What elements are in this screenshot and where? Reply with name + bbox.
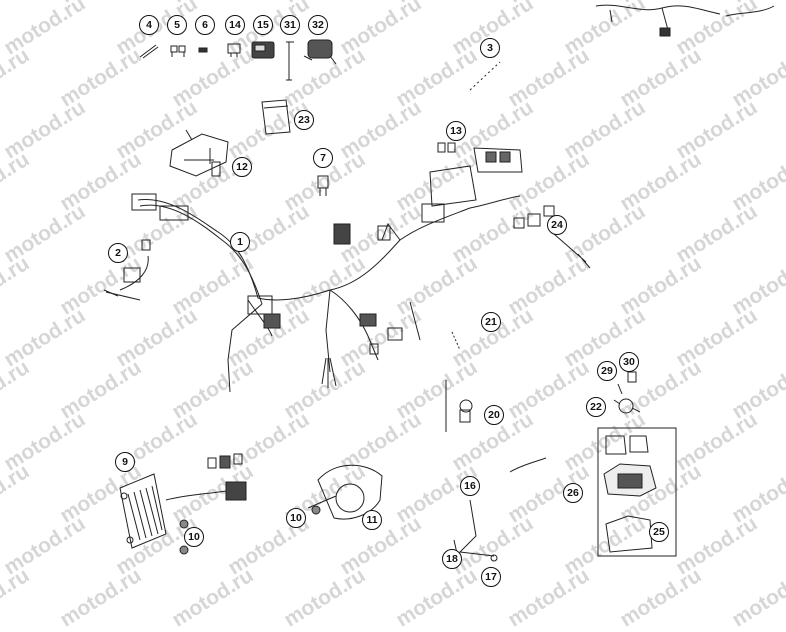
part-22-26-assembly-frame bbox=[597, 427, 677, 557]
part-29-screw bbox=[617, 383, 623, 395]
part-21-wire bbox=[451, 331, 461, 351]
callout-2: 2 bbox=[108, 243, 128, 263]
part-12-mounting-bracket bbox=[169, 129, 229, 177]
part-13-relay-cluster bbox=[429, 142, 523, 207]
callout-3: 3 bbox=[480, 38, 500, 58]
callout-17: 17 bbox=[481, 567, 501, 587]
part-32-starter-relay bbox=[303, 39, 337, 65]
callout-1: 1 bbox=[230, 232, 250, 252]
part-31-bracket bbox=[286, 41, 294, 81]
part-9-voltage-regulator bbox=[119, 473, 167, 549]
part-6-pin bbox=[198, 47, 208, 53]
callout-10-regulator: 10 bbox=[184, 527, 204, 547]
callout-29: 29 bbox=[597, 361, 617, 381]
part-26-cover-cap bbox=[605, 515, 653, 553]
callout-25: 24 bbox=[547, 215, 567, 235]
callout-15: 15 bbox=[253, 15, 273, 35]
callout-18: 18 bbox=[442, 549, 462, 569]
callout-5: 5 bbox=[167, 15, 187, 35]
part-1-main-wiring-harness bbox=[105, 193, 521, 393]
part-11-generator-cover bbox=[307, 464, 383, 520]
part-3-sensor-cable bbox=[469, 4, 775, 91]
part-16-ground-cable bbox=[458, 457, 547, 557]
part-15-relay bbox=[251, 41, 275, 59]
part-9-plug-cable bbox=[165, 453, 247, 501]
callout-14: 14 bbox=[225, 15, 245, 35]
callout-21: 21 bbox=[481, 312, 501, 332]
part-23-sensor-holder bbox=[613, 398, 641, 414]
callout-22: 26 bbox=[563, 483, 583, 503]
part-24-fuse-box-cover bbox=[261, 99, 291, 135]
part-14-socket bbox=[227, 43, 241, 57]
callout-6: 6 bbox=[195, 15, 215, 35]
callout-24: 23 bbox=[294, 110, 314, 130]
part-7-sensor-connector bbox=[317, 175, 329, 196]
callout-4: 4 bbox=[139, 15, 159, 35]
part-10-nut-middle bbox=[311, 505, 321, 515]
part-10-nut-upper bbox=[179, 519, 189, 529]
part-2-side-connector bbox=[103, 239, 151, 297]
callout-7: 7 bbox=[313, 148, 333, 168]
callout-12: 12 bbox=[232, 157, 252, 177]
callout-13: 13 bbox=[446, 121, 466, 141]
callout-26: 25 bbox=[649, 522, 669, 542]
part-30-grommet bbox=[627, 371, 637, 383]
part-25-connector-set bbox=[513, 205, 591, 269]
callout-20: 20 bbox=[484, 405, 504, 425]
parts-diagram bbox=[103, 4, 775, 562]
callout-16: 16 bbox=[460, 476, 480, 496]
part-5-connector-pair bbox=[170, 45, 186, 57]
part-20-sensor bbox=[445, 380, 473, 432]
callout-10-cover: 10 bbox=[286, 508, 306, 528]
part-22-control-unit bbox=[603, 435, 657, 497]
callout-31: 31 bbox=[280, 15, 300, 35]
callout-23: 22 bbox=[586, 397, 606, 417]
callout-30: 30 bbox=[619, 352, 639, 372]
callout-11: 11 bbox=[362, 510, 382, 530]
part-17-washer bbox=[490, 554, 498, 562]
callout-32: 32 bbox=[308, 15, 328, 35]
part-4-connector-pin bbox=[139, 44, 159, 59]
callout-9: 9 bbox=[115, 452, 135, 472]
part-10-nut-lower bbox=[179, 545, 189, 555]
